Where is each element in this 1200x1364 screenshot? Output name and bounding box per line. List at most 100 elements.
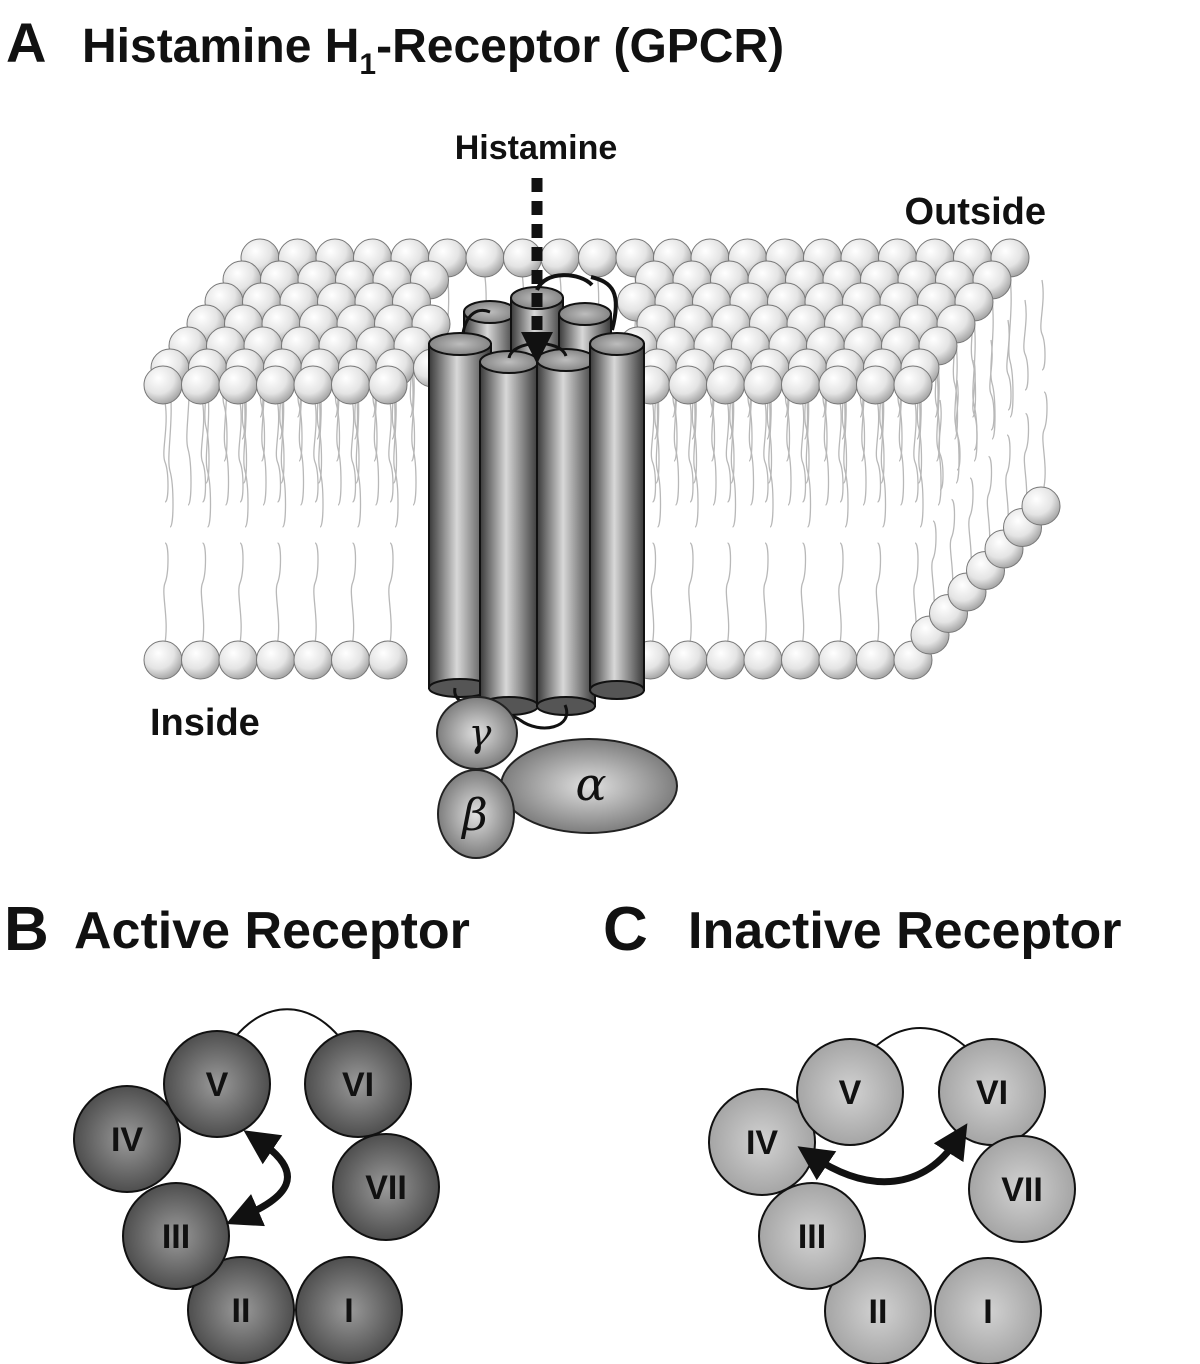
- lipid-head: [181, 640, 220, 680]
- lipid-head: [668, 640, 708, 680]
- alpha-label: α: [575, 757, 606, 811]
- lipid-head: [578, 238, 617, 278]
- lipid-tail: [972, 359, 978, 451]
- inactive-helix-vi: VI: [938, 1038, 1046, 1146]
- lipid-head: [743, 640, 783, 680]
- lipid-tail: [1023, 412, 1030, 509]
- panel-a-title-rest: -Receptor (GPCR): [376, 20, 784, 73]
- lipid-tail: [800, 542, 807, 644]
- lipid-tail: [949, 498, 956, 595]
- lipid-tail: [843, 386, 849, 528]
- lipid-tail: [393, 386, 399, 528]
- lipid-tail: [688, 542, 694, 644]
- lipid-tail: [725, 542, 732, 644]
- lipid-tail: [388, 542, 394, 644]
- lipid-tail: [986, 455, 993, 552]
- active-helix-label: I: [344, 1292, 353, 1330]
- active-helix-ii: II: [187, 1256, 295, 1364]
- lipid-tail: [913, 401, 919, 503]
- lipid-tail: [411, 364, 417, 506]
- panel-c-title: Inactive Receptor: [688, 902, 1122, 960]
- inside-label: Inside: [150, 702, 260, 744]
- lipid-tail: [168, 386, 174, 528]
- lipid-tail: [768, 386, 774, 528]
- active-helix-label: III: [162, 1218, 190, 1256]
- lipid-head: [743, 365, 783, 405]
- lipid-tail: [650, 542, 657, 644]
- lipid-head: [218, 365, 258, 405]
- lipid-head: [706, 365, 745, 405]
- lipid-tail: [650, 401, 657, 503]
- lipid-head: [818, 365, 858, 405]
- lipid-tail: [1040, 279, 1046, 371]
- active-helix-vii: VII: [332, 1133, 440, 1241]
- histamine-label: Histamine: [455, 129, 618, 167]
- active-helix-vi: VI: [304, 1030, 412, 1138]
- inactive-helix-ii: II: [824, 1257, 932, 1364]
- active-helix-label: II: [232, 1292, 251, 1330]
- lipid-head: [368, 365, 408, 405]
- active-helix-circle: [332, 1133, 440, 1241]
- inactive-helix-circle: [934, 1257, 1042, 1364]
- inactive-helix-v: V: [796, 1038, 904, 1146]
- lipid-head: [181, 365, 220, 405]
- lipid-tail: [163, 401, 169, 503]
- g-gamma-subunit: [436, 696, 518, 770]
- inactive-helix-label: VII: [1001, 1171, 1043, 1209]
- lipid-head: [143, 640, 183, 680]
- inactive-helix-circle: [824, 1257, 932, 1364]
- beta-label: β: [460, 790, 487, 841]
- inactive-helix-iv: IV: [708, 1088, 816, 1196]
- lipid-tail: [880, 386, 887, 528]
- helix-back-3-cap: [558, 302, 612, 326]
- lipid-tail: [200, 542, 207, 644]
- lipid-tail: [313, 542, 319, 644]
- gpcr-receptor: [428, 273, 645, 716]
- lipid-heads: [143, 238, 1061, 680]
- active-helix-iii: III: [122, 1182, 230, 1290]
- lipid-head: [540, 238, 580, 278]
- lipid-head: [781, 640, 820, 680]
- panel-a-title-main: Histamine H: [82, 20, 359, 73]
- lipid-tail: [313, 401, 319, 503]
- helix-front-4: [589, 332, 645, 700]
- lipid-tail: [318, 386, 324, 528]
- lipid-tail: [800, 401, 807, 503]
- lipid-head: [331, 365, 370, 405]
- lipid-head: [706, 640, 745, 680]
- helix-front-4-body: [589, 343, 645, 691]
- inactive-helix-label: IV: [746, 1124, 778, 1162]
- lipid-head: [256, 640, 295, 680]
- lipid-tail: [936, 364, 942, 506]
- lipid-tail: [805, 386, 812, 528]
- lipid-tail: [763, 401, 769, 503]
- panel-a-letter: A: [6, 11, 46, 74]
- lipid-tail: [350, 542, 357, 644]
- lipid-tail: [875, 542, 882, 644]
- inactive-helix-vii: VII: [968, 1135, 1076, 1243]
- extracellular-loop-1: [535, 273, 594, 291]
- g-beta-subunit: [437, 769, 515, 859]
- lipid-tail: [350, 401, 357, 503]
- lipid-tail: [875, 401, 882, 503]
- lipid-tail: [1005, 434, 1011, 531]
- lipid-head: [256, 365, 295, 405]
- inactive-helix-label: III: [798, 1218, 826, 1256]
- lipid-head: [143, 365, 183, 405]
- lipid-tail: [955, 379, 961, 471]
- lipid-head: [856, 640, 895, 680]
- lipid-head: [368, 640, 408, 680]
- gamma-label: γ: [469, 711, 492, 755]
- lipid-tail: [163, 542, 169, 644]
- histamine-arrowhead: [521, 332, 553, 364]
- inactive-helix-label: II: [869, 1293, 888, 1331]
- lipid-tail: [838, 542, 844, 644]
- lipid-tail: [838, 401, 844, 503]
- inactive-helix-i: I: [934, 1257, 1042, 1364]
- lipid-head: [293, 640, 333, 680]
- lipid-tail: [990, 298, 996, 440]
- active-helix-label: V: [206, 1066, 229, 1104]
- inactive-iv-vi-arrow: [797, 1123, 968, 1186]
